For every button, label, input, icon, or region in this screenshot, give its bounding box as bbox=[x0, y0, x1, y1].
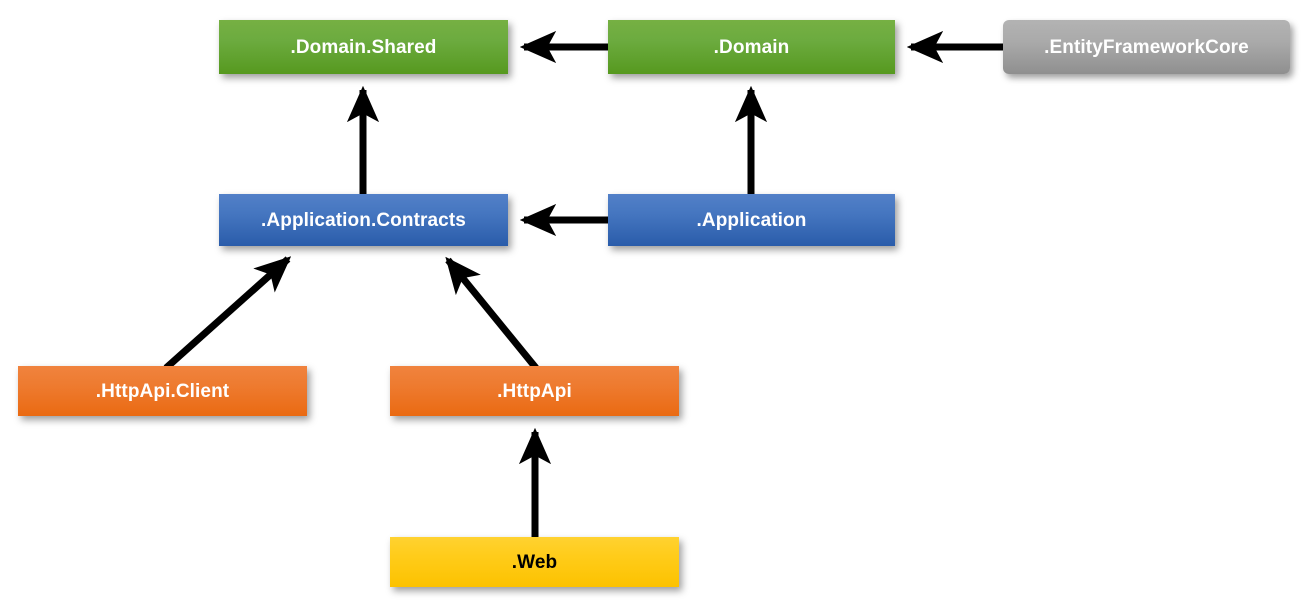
node-application[interactable]: .Application bbox=[608, 194, 895, 246]
arrow-httpapi-client-to-application-contracts bbox=[163, 256, 292, 371]
node-domain[interactable]: .Domain bbox=[608, 20, 895, 74]
node-entity-framework-core[interactable]: .EntityFrameworkCore bbox=[1003, 20, 1290, 74]
node-entity-framework-core-label: .EntityFrameworkCore bbox=[1044, 36, 1249, 58]
node-httpapi-client[interactable]: .HttpApi.Client bbox=[18, 366, 307, 416]
node-web-label: .Web bbox=[511, 551, 558, 573]
node-application-label: .Application bbox=[696, 209, 807, 231]
node-domain-label: .Domain bbox=[713, 36, 790, 58]
node-httpapi-label: .HttpApi bbox=[497, 380, 572, 402]
node-domain-shared-label: .Domain.Shared bbox=[290, 36, 437, 58]
node-application-contracts-label: .Application.Contracts bbox=[261, 209, 466, 231]
node-application-contracts[interactable]: .Application.Contracts bbox=[219, 194, 508, 246]
node-domain-shared[interactable]: .Domain.Shared bbox=[219, 20, 508, 74]
arrow-httpapi-to-application-contracts bbox=[445, 256, 539, 371]
node-httpapi-client-label: .HttpApi.Client bbox=[95, 380, 230, 402]
node-httpapi[interactable]: .HttpApi bbox=[390, 366, 679, 416]
node-web[interactable]: .Web bbox=[390, 537, 679, 587]
